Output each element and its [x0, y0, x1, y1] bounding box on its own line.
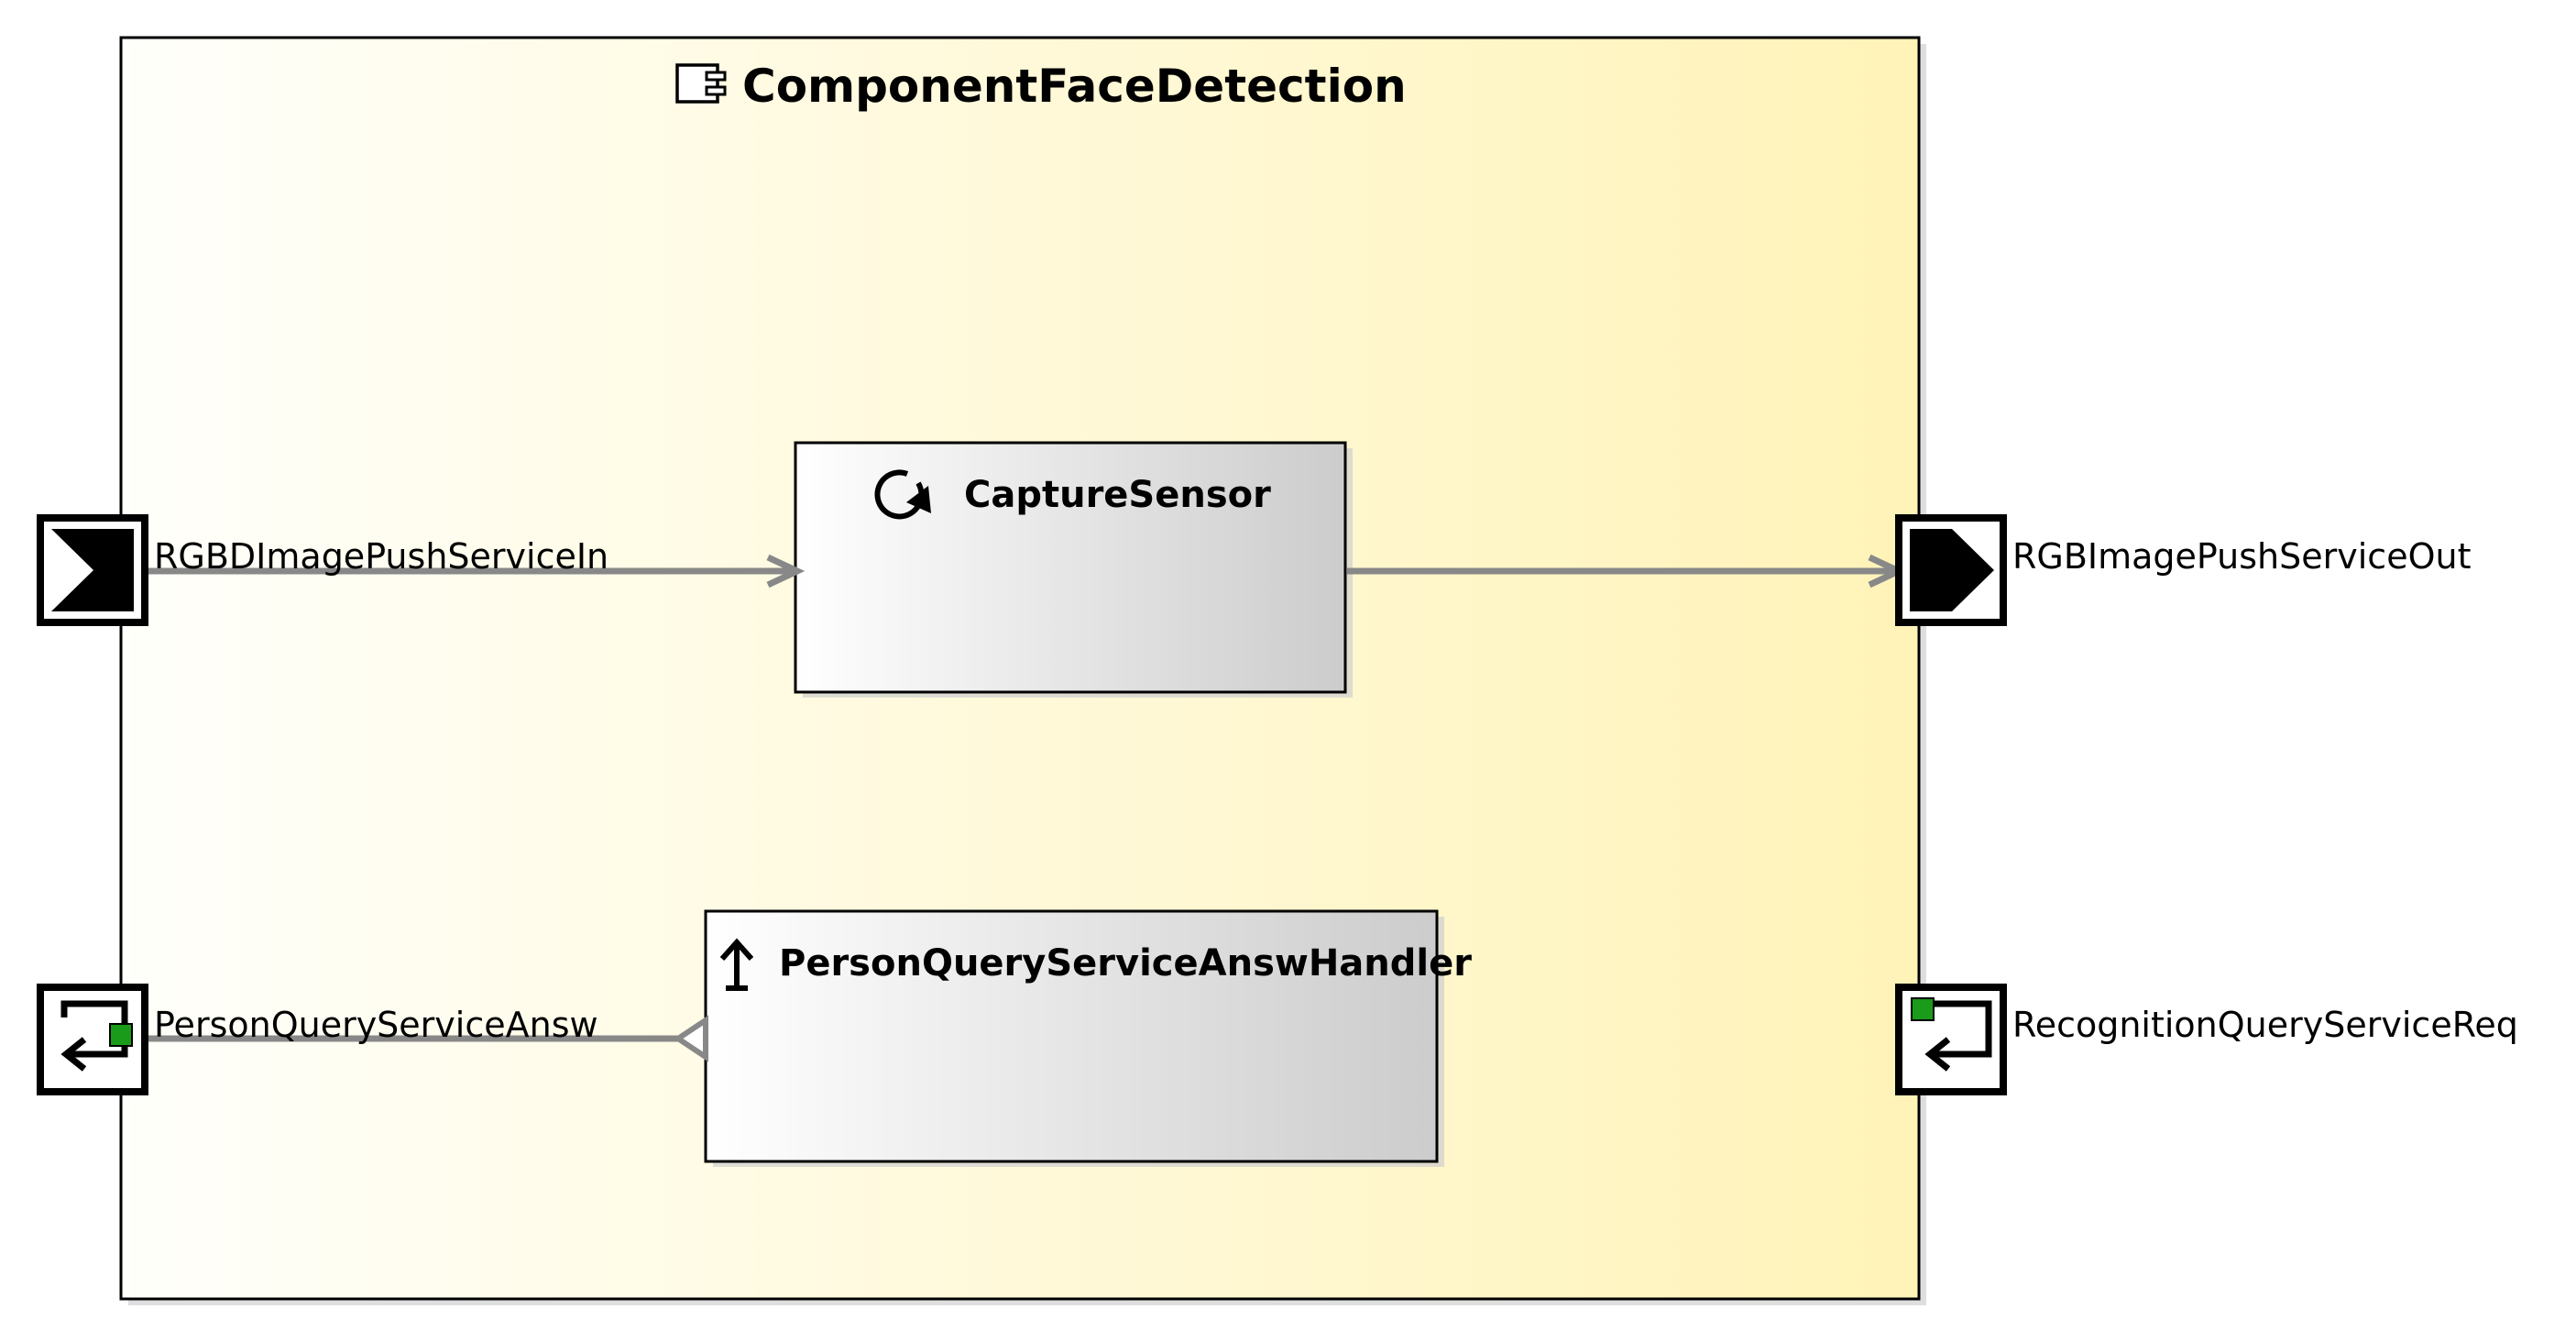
port-person-query-service-answ[interactable] — [37, 984, 148, 1095]
connector-rgbd-in-to-capture — [147, 554, 806, 588]
task-capture-sensor[interactable] — [794, 441, 1353, 698]
up-arrow-icon — [719, 938, 754, 991]
push-input-port-icon — [51, 529, 134, 611]
connector-handler-to-person-answ — [147, 1015, 708, 1062]
component-title: ComponentFaceDetection — [742, 60, 1407, 113]
port-label-recognition-req: RecognitionQueryServiceReq — [2012, 1005, 2518, 1045]
task-title-person-query-answ-handler: PersonQueryServiceAnswHandler — [779, 942, 1472, 984]
port-rgb-image-push-service-out[interactable] — [1895, 514, 2007, 626]
port-label-person-answ: PersonQueryServiceAnsw — [154, 1005, 598, 1045]
query-request-port-icon — [1911, 997, 1992, 1072]
query-answer-port-icon — [60, 1000, 133, 1072]
refresh-cycle-icon — [874, 469, 931, 520]
task-title-capture-sensor: CaptureSensor — [964, 474, 1271, 516]
port-rgbd-image-push-service-in[interactable] — [37, 514, 148, 626]
task-body — [794, 441, 1347, 694]
port-recognition-query-service-req[interactable] — [1895, 984, 2007, 1095]
port-label-rgb-out: RGBImagePushServiceOut — [2012, 536, 2471, 577]
component-icon — [675, 63, 727, 104]
push-output-port-icon — [1910, 529, 1994, 611]
port-label-rgbd-in: RGBDImagePushServiceIn — [154, 536, 608, 577]
